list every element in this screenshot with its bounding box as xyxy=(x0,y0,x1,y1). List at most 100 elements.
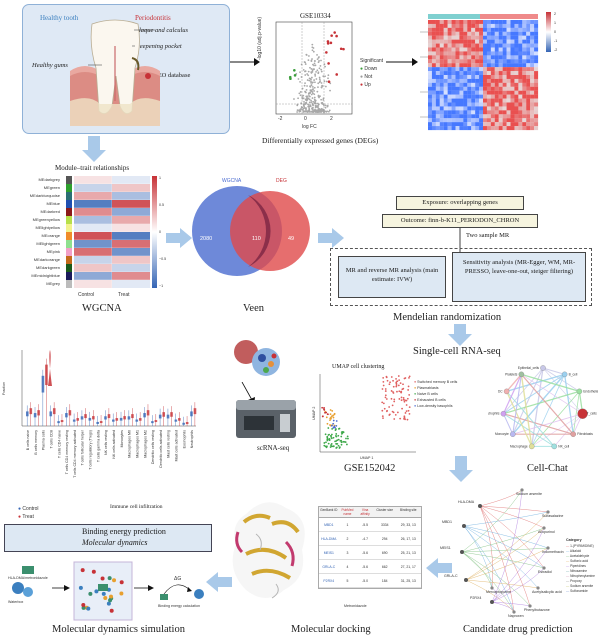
heatmap-cell xyxy=(522,82,527,87)
immune-box xyxy=(143,413,146,418)
heatmap-cell xyxy=(506,55,511,60)
md-particle xyxy=(80,568,85,573)
umap-point xyxy=(402,383,404,386)
heatmap-cell xyxy=(455,94,460,99)
heatmap-cell xyxy=(467,55,472,60)
heatmap-cell xyxy=(510,67,515,72)
umap-point xyxy=(346,435,349,438)
umap-point xyxy=(327,427,330,429)
wgcna-module-swatch xyxy=(66,264,72,272)
umap-point xyxy=(330,424,333,427)
cellchat-node xyxy=(528,443,535,450)
heatmap-cell xyxy=(428,20,433,25)
wgcna-module-swatch xyxy=(66,256,72,264)
heatmap-cell xyxy=(431,67,436,72)
heatmap-cell xyxy=(479,106,484,111)
immune-box xyxy=(80,416,84,420)
volcano-point-ns xyxy=(307,59,310,62)
heatmap-cell xyxy=(494,82,499,87)
heatmap-cell xyxy=(518,27,523,32)
heatmap-cell xyxy=(526,67,531,72)
heatmap-cell xyxy=(467,94,472,99)
volcano-point-ns xyxy=(308,55,310,57)
umap-point xyxy=(346,443,348,446)
heatmap-cell xyxy=(514,102,519,107)
heatmap-cell xyxy=(534,27,539,32)
heatmap-cell xyxy=(490,122,495,127)
umap-legend-item: ● Plasmablasts xyxy=(414,386,439,390)
umap-point xyxy=(408,376,410,379)
volcano-caption: Differentially expressed genes (DEGs) xyxy=(262,136,379,145)
heatmap-cell xyxy=(490,78,495,83)
heatmap-cell xyxy=(534,126,539,131)
plaque-label: Plaque and calculus xyxy=(135,27,189,34)
heatmap-cell xyxy=(471,126,476,131)
heatmap-cell xyxy=(530,110,535,115)
wgcna-cell xyxy=(74,216,112,224)
docking-cell: 2 xyxy=(346,536,349,541)
umap-point xyxy=(408,412,411,415)
heatmap-cell xyxy=(428,59,433,64)
heatmap-cell xyxy=(483,31,488,36)
immune-ylabel: Fraction xyxy=(2,382,6,395)
heatmap-cell xyxy=(431,63,436,68)
immune-box xyxy=(41,375,45,393)
heatmap-cell xyxy=(518,78,523,83)
immune-box xyxy=(170,412,173,417)
umap-point xyxy=(402,396,405,399)
immune-box xyxy=(37,410,40,416)
heatmap-cell xyxy=(494,39,499,44)
heatmap-cell xyxy=(435,110,440,115)
heatmap-cell xyxy=(486,75,491,80)
heatmap-cell xyxy=(428,78,433,83)
immune-tick-label: Monocytes xyxy=(120,430,124,448)
heatmap-cell xyxy=(459,110,464,115)
umap-point xyxy=(382,384,385,387)
immune-box xyxy=(146,410,150,416)
heatmap-cell xyxy=(471,51,476,56)
heatmap-cell xyxy=(518,122,523,127)
heatmap-cell xyxy=(428,122,433,127)
umap-point xyxy=(338,447,341,449)
heatmap-cell xyxy=(455,102,460,107)
heatmap-cell xyxy=(498,98,503,103)
heatmap-cell xyxy=(467,71,472,76)
heatmap-cell xyxy=(510,98,515,103)
heatmap-cell xyxy=(502,31,507,36)
heatmap-cell xyxy=(534,23,539,28)
heatmap-cell xyxy=(494,78,499,83)
heatmap-cell xyxy=(463,114,468,119)
heatmap-cell xyxy=(498,51,503,56)
heatmap-cell xyxy=(506,59,511,64)
umap-point xyxy=(335,420,338,422)
heatmap-cell xyxy=(443,59,448,64)
heatmap-cell xyxy=(451,63,456,68)
heatmap-cell xyxy=(498,31,503,36)
immune-box xyxy=(119,417,123,421)
wgcna-cell xyxy=(112,264,150,272)
drug-edge xyxy=(461,547,549,553)
heatmap-cell xyxy=(518,39,523,44)
heatmap-cell xyxy=(431,102,436,107)
heatmap-cell xyxy=(502,43,507,48)
heatmap-cell xyxy=(506,47,511,52)
volcano-point-ns xyxy=(302,104,305,107)
docking-cell: 690 xyxy=(381,550,388,555)
immune-box xyxy=(88,417,92,421)
drug-name-label: Naproxen xyxy=(508,614,524,618)
md-particle xyxy=(107,576,112,581)
umap-point xyxy=(325,416,328,419)
heatmap-cell xyxy=(534,63,539,68)
wgcna-module-swatch xyxy=(66,224,72,232)
heatmap-cell xyxy=(483,20,488,25)
docking-cell: 3334 xyxy=(380,522,389,527)
umap-point xyxy=(321,415,324,418)
heatmap-cell xyxy=(522,31,527,36)
umap-point xyxy=(395,385,398,388)
volcano-point-ns xyxy=(323,111,325,113)
heatmap-cell xyxy=(479,126,484,131)
heatmap-cell xyxy=(451,20,456,25)
immune-tick-label: Macrophages M1 xyxy=(135,430,139,458)
umap-point xyxy=(400,399,403,402)
